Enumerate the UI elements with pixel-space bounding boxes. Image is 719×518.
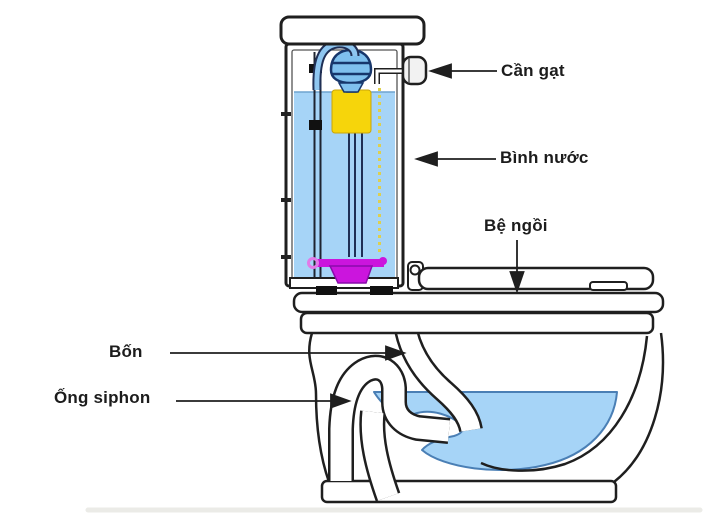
arrow-be-ngoi [509,240,525,294]
float [331,89,372,134]
label-bowl: Bốn [109,342,143,361]
bowl-rim [299,311,655,335]
flush-lever [401,55,428,86]
seat-lid-bumper [589,281,628,291]
label-flush-lever: Cần gạt [501,61,565,80]
label-water-tank: Bình nước [500,148,589,167]
bolt-mark [281,198,291,202]
seat-hinge-pin [409,264,421,276]
flapper-valve [307,257,387,284]
toilet-base [320,479,618,504]
flapper-hinge [379,257,387,265]
flapper-cup [328,265,374,284]
flush-channel-interior [395,322,481,433]
arrow-ong-siphon [176,393,352,409]
pipe-connector [309,120,322,130]
valve-base [337,82,365,93]
siphon-tube-interior [330,357,451,481]
mount-pad [316,286,337,295]
drain-tube-interior [361,410,398,501]
bowl-right-outline [613,332,665,483]
tank-mount-pads [316,286,393,295]
mount-pad [370,286,393,295]
bowl-left-outline [308,332,331,483]
tank-wall-bolts [281,112,291,259]
bolt-mark [281,112,291,116]
label-seat: Bệ ngồi [484,216,548,235]
callout-arrows [170,63,525,409]
valve-bands [332,61,370,76]
arrow-bon [170,345,407,361]
flapper-bar [316,259,384,267]
flapper-ring [307,257,319,269]
bolt-mark [281,255,291,259]
tank-lid [279,15,426,46]
arrow-binh-nuoc [414,151,496,167]
label-siphon: Ống siphon [54,388,151,407]
bowl-inner-line [480,335,649,472]
refill-pipe [375,69,410,84]
tube-interiors [330,357,451,501]
arrow-can-gat [428,63,497,79]
seat [292,291,665,314]
